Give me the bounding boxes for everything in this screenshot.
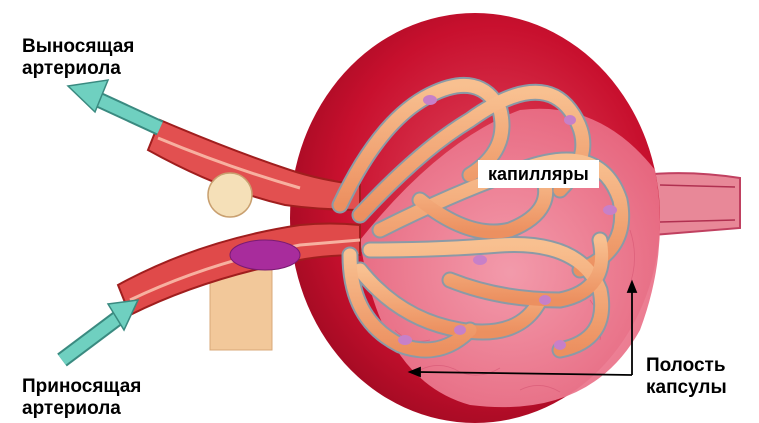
afferent-arteriole-label: Приносящая артериола [22, 376, 141, 420]
support-stalk [210, 270, 272, 350]
capsule-cavity-label: Полость капсулы [646, 355, 727, 399]
afferent-flow-arrow [62, 300, 138, 360]
efferent-arteriole-label: Выносящая артериола [22, 36, 134, 80]
macula-densa [208, 173, 252, 217]
juxtaglomerular-cells [230, 240, 300, 270]
efferent-flow-arrow [68, 80, 160, 128]
capillaries-label: капилляры [478, 160, 599, 188]
